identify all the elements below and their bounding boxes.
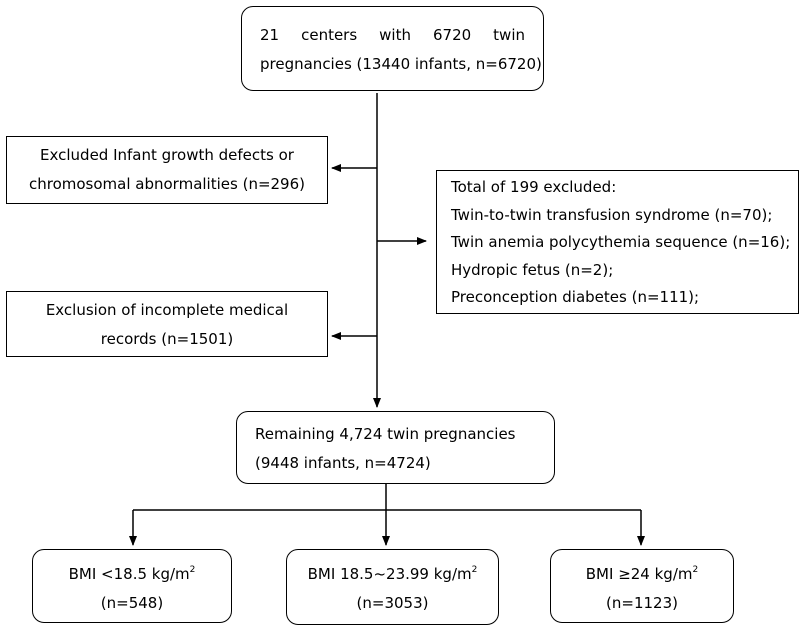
excluded-199-item: Twin-to-twin transfusion syndrome (n=70)… (451, 205, 773, 224)
group-count: (n=548) (100, 594, 164, 612)
excluded-defects-box: Excluded Infant growth defects or chromo… (6, 136, 328, 204)
excluded-199-item: Hydropic fetus (n=2); (451, 260, 614, 279)
group-box-normal: BMI 18.5~23.99 kg/m2 (n=3053) (286, 549, 499, 625)
group-label-superscript: 2 (471, 565, 478, 575)
top-box: 21 centers with 6720 twin pregnancies (1… (241, 6, 544, 91)
group-label-superscript: 2 (189, 565, 196, 575)
excluded-199-item: Preconception diabetes (n=111); (451, 288, 700, 306)
group-label: BMI <18.5 kg/m2 (68, 565, 196, 583)
group-box-underweight: BMI <18.5 kg/m2 (n=548) (32, 549, 232, 623)
group-count: (n=3053) (356, 594, 429, 612)
group-box-overweight: BMI ≥24 kg/m2 (n=1123) (550, 549, 734, 623)
remaining-line-1: Remaining 4,724 twin pregnancies (255, 425, 516, 443)
group-count: (n=1123) (606, 594, 678, 612)
remaining-box: Remaining 4,724 twin pregnancies (9448 i… (236, 411, 555, 484)
excluded-records-line-1: Exclusion of incomplete medical (45, 301, 289, 319)
top-box-line-1: 21 centers with 6720 twin (260, 26, 525, 44)
excluded-defects-line-2: chromosomal abnormalities (n=296) (29, 175, 305, 193)
group-label: BMI 18.5~23.99 kg/m2 (307, 565, 478, 583)
excluded-records-box: Exclusion of incomplete medical records … (6, 291, 328, 357)
excluded-199-item: Twin anemia polycythemia sequence (n=16)… (451, 233, 791, 251)
remaining-line-2: (9448 infants, n=4724) (255, 454, 431, 472)
top-box-line-2: pregnancies (13440 infants, n=6720) (260, 55, 542, 73)
excluded-records-line-2: records (n=1501) (100, 330, 234, 348)
excluded-199-title: Total of 199 excluded: (451, 178, 617, 196)
excluded-199-box: Total of 199 excluded: Twin-to-twin tran… (436, 170, 799, 314)
group-label-superscript: 2 (692, 565, 699, 575)
group-label: BMI ≥24 kg/m2 (585, 565, 699, 583)
excluded-defects-line-1: Excluded Infant growth defects or (40, 146, 294, 164)
